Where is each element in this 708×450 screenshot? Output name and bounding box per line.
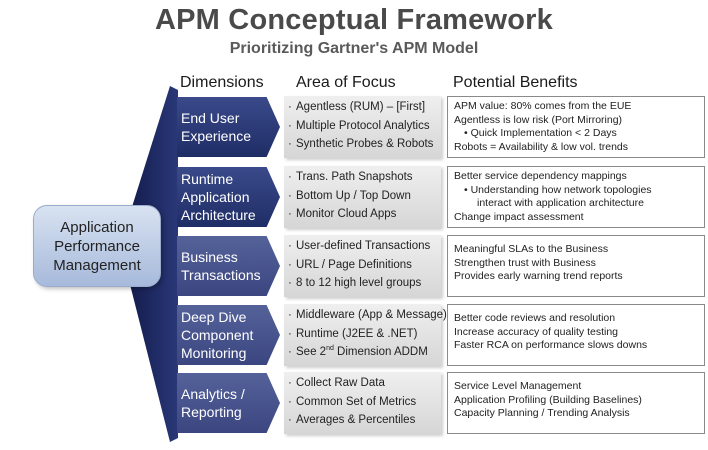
benefit-box-end-user: APM value: 80% comes from the EUE Agentl… bbox=[447, 96, 705, 158]
dimension-business-transactions: Business Transactions bbox=[177, 236, 280, 296]
focus-item: ·Agentless (RUM) – [First] bbox=[288, 101, 426, 113]
dimension-label: Monitoring bbox=[181, 345, 247, 361]
dimension-label: Reporting bbox=[181, 404, 242, 420]
benefit-box-analytics: Service Level Management Application Pro… bbox=[447, 372, 705, 434]
benefit-item: Better code reviews and resolution bbox=[454, 312, 616, 324]
benefit-item: Robots = Availability & low vol. trends bbox=[454, 140, 629, 153]
apm-center-line: Performance bbox=[54, 237, 140, 255]
focus-item: ·Trans. Path Snapshots bbox=[288, 171, 413, 183]
dimension-label: Application bbox=[181, 189, 250, 205]
benefit-item: Capacity Planning / Trending Analysis bbox=[454, 407, 630, 419]
dimension-label: Transactions bbox=[181, 267, 261, 283]
benefit-item: Service Level Management bbox=[454, 380, 582, 392]
focus-item: ·Collect Raw Data bbox=[288, 377, 385, 389]
benefit-item: interact with application architecture bbox=[477, 197, 644, 209]
column-header-dimensions: Dimensions bbox=[180, 74, 264, 91]
benefit-box-runtime: Better service dependency mappings • Und… bbox=[447, 166, 705, 228]
focus-item: ·Averages & Percentiles bbox=[288, 414, 416, 426]
dimension-end-user-experience: End User Experience bbox=[177, 97, 280, 157]
dimension-label: Experience bbox=[181, 128, 252, 144]
benefit-item: • Quick Implementation < 2 Days bbox=[464, 127, 617, 139]
column-header-benefits: Potential Benefits bbox=[453, 74, 578, 91]
dimension-label: Deep Dive bbox=[181, 309, 247, 325]
benefit-item: Application Profiling (Building Baseline… bbox=[454, 393, 642, 406]
benefit-item: Meaningful SLAs to the Business bbox=[454, 243, 609, 255]
focus-box-deep-dive: ·Middleware (App & Message) ·Runtime (J2… bbox=[284, 304, 447, 366]
benefit-item: Increase accuracy of quality testing bbox=[454, 325, 619, 338]
focus-item: ·Middleware (App & Message) bbox=[288, 309, 447, 321]
focus-item: ·URL / Page Definitions bbox=[288, 258, 412, 271]
page-title: APM Conceptual Framework bbox=[155, 4, 553, 36]
benefit-box-business: Meaningful SLAs to the Business Strength… bbox=[447, 235, 705, 297]
focus-item: ·Bottom Up / Top Down bbox=[288, 189, 411, 202]
focus-box-business: ·User-defined Transactions ·URL / Page D… bbox=[284, 235, 441, 297]
benefit-item: Better service dependency mappings bbox=[454, 170, 627, 182]
column-header-focus: Area of Focus bbox=[296, 74, 396, 91]
benefit-item: Change impact assessment bbox=[454, 210, 584, 223]
dimension-label: Architecture bbox=[181, 207, 256, 223]
dimension-runtime-architecture: Runtime Application Architecture bbox=[177, 167, 280, 227]
benefit-box-deep-dive: Better code reviews and resolution Incre… bbox=[447, 304, 705, 366]
focus-item: ·Common Set of Metrics bbox=[288, 395, 417, 408]
focus-item: ·See 2nd Dimension ADDM bbox=[288, 345, 428, 358]
dimension-label: End User bbox=[181, 110, 240, 126]
benefit-item: Strengthen trust with Business bbox=[454, 256, 596, 269]
apm-center-line: Application bbox=[60, 218, 134, 236]
focus-box-analytics: ·Collect Raw Data ·Common Set of Metrics… bbox=[284, 372, 441, 434]
dimension-label: Analytics / bbox=[181, 386, 245, 402]
focus-box-end-user: ·Agentless (RUM) – [First] ·Multiple Pro… bbox=[284, 96, 441, 158]
focus-item: ·User-defined Transactions bbox=[288, 240, 431, 252]
dimension-label: Component bbox=[181, 327, 254, 343]
apm-center-line: Management bbox=[53, 256, 141, 274]
dimension-analytics-reporting: Analytics / Reporting bbox=[177, 373, 280, 433]
focus-item: ·Runtime (J2EE & .NET) bbox=[288, 327, 418, 340]
focus-item: ·8 to 12 high level groups bbox=[288, 277, 422, 289]
benefit-item: Faster RCA on performance slows downs bbox=[454, 339, 648, 351]
benefit-item: APM value: 80% comes from the EUE bbox=[454, 100, 632, 112]
benefit-item: • Understanding how network topologies bbox=[464, 183, 652, 196]
page-subtitle: Prioritizing Gartner's APM Model bbox=[229, 40, 479, 57]
focus-item: ·Multiple Protocol Analytics bbox=[288, 119, 430, 132]
focus-item: ·Synthetic Probes & Robots bbox=[288, 138, 434, 150]
apm-center-box: Application Performance Management bbox=[33, 205, 161, 287]
benefit-item: Provides early warning trend reports bbox=[454, 270, 623, 282]
dimension-label: Runtime bbox=[181, 171, 234, 187]
dimension-label: Business bbox=[181, 249, 238, 265]
focus-item: ·Monitor Cloud Apps bbox=[288, 208, 397, 220]
benefit-item: Agentless is low risk (Port Mirroring) bbox=[454, 113, 623, 126]
focus-box-runtime: ·Trans. Path Snapshots ·Bottom Up / Top … bbox=[284, 166, 441, 228]
dimension-deep-dive: Deep Dive Component Monitoring bbox=[177, 305, 280, 365]
